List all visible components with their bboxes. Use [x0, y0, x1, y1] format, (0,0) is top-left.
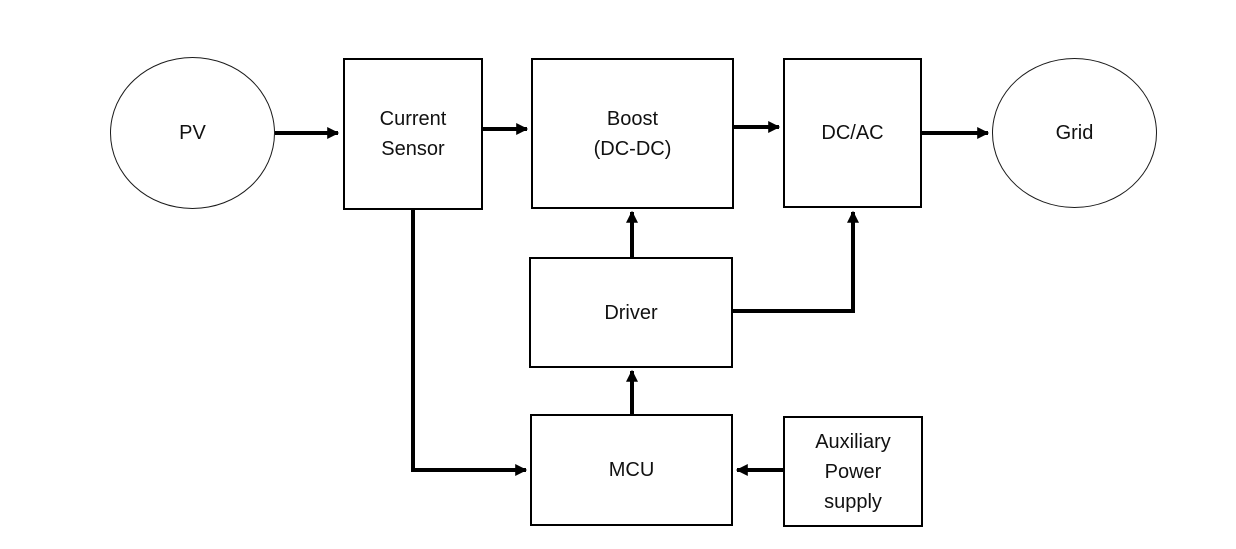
node-dc-ac-label: DC/AC — [821, 122, 884, 144]
node-current-sensor: Current Sensor — [343, 58, 483, 210]
node-driver-label: Driver — [604, 301, 658, 324]
node-grid: Grid — [992, 58, 1157, 208]
node-current-sensor-label: Current Sensor — [379, 108, 447, 160]
node-mcu: MCU — [530, 414, 733, 526]
node-dc-ac: DC/AC — [783, 58, 922, 208]
edge-current-sensor-to-mcu-arrow — [411, 210, 528, 476]
node-auxiliary-power-supply-label: Auxiliary Power supply — [815, 430, 891, 513]
node-pv-label: PV — [179, 122, 206, 144]
node-driver: Driver — [529, 257, 733, 368]
node-boost-dc-dc: Boost (DC-DC) — [531, 58, 734, 209]
node-auxiliary-power-supply: Auxiliary Power supply — [783, 416, 923, 527]
edge-driver-to-dcac-arrow — [733, 210, 859, 313]
node-mcu-label: MCU — [608, 459, 655, 481]
node-grid-label: Grid — [1055, 122, 1094, 144]
node-boost-label: Boost (DC-DC) — [593, 107, 672, 160]
node-pv: PV — [110, 57, 275, 209]
